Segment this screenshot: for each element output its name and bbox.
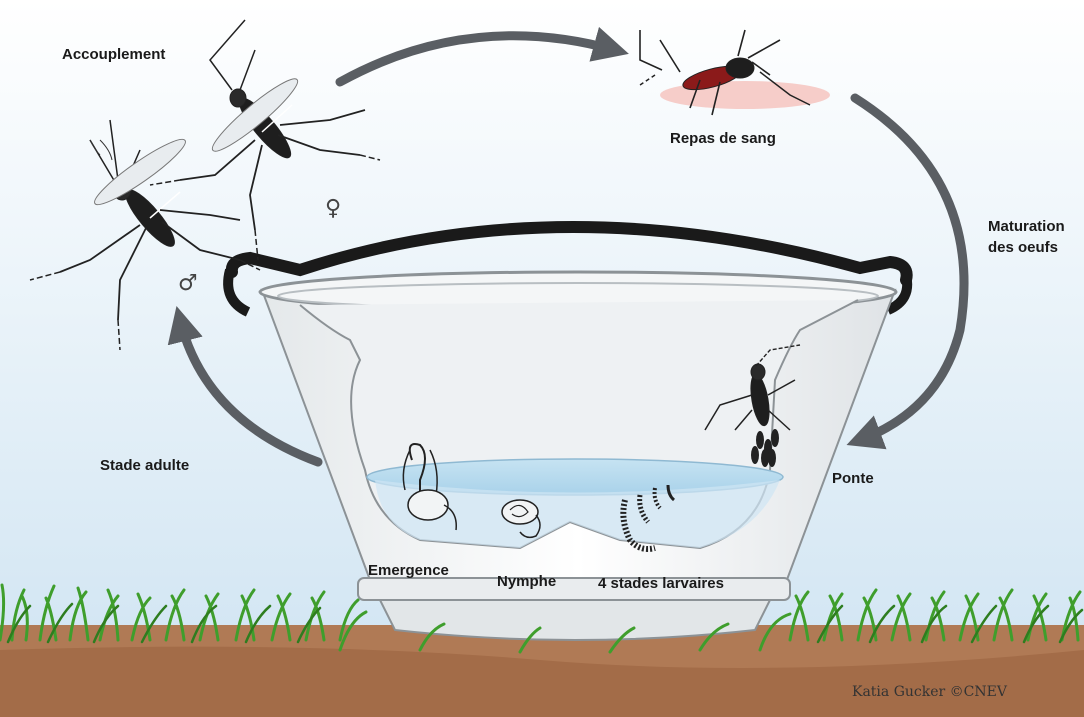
label-pupa: Nymphe: [497, 573, 556, 590]
label-emergence: Emergence: [368, 562, 449, 579]
label-larval-stages: 4 stades larvaires: [598, 575, 724, 592]
bucket-base-band: [358, 578, 790, 600]
credit-text: Katia Gucker ©CNEV: [852, 684, 1007, 700]
female-symbol-icon: ♀: [325, 196, 341, 221]
label-adult-stage: Stade adulte: [100, 457, 189, 474]
label-egg-maturation: Maturation des oeufs: [988, 216, 1065, 258]
label-egg-maturation-line1: Maturation: [988, 216, 1065, 237]
male-symbol-icon: ♂: [178, 271, 198, 296]
label-egg-maturation-line2: des oeufs: [988, 237, 1065, 258]
label-laying: Ponte: [832, 470, 874, 487]
label-blood-meal: Repas de sang: [670, 130, 776, 147]
label-mating: Accouplement: [62, 46, 165, 63]
